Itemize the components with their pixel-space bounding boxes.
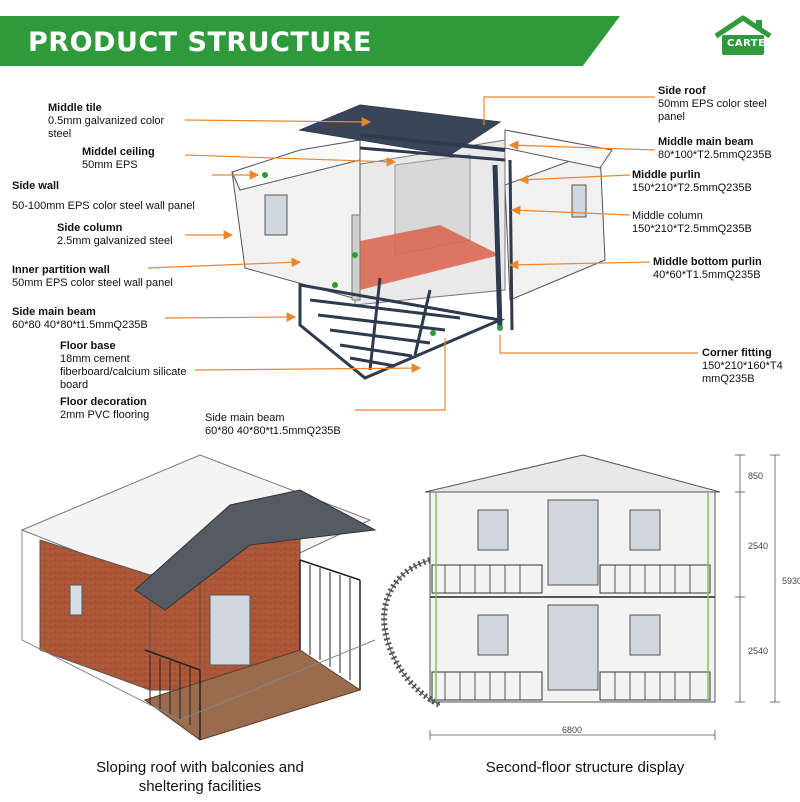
label-floor-decoration: Floor decoration 2mm PVC flooring <box>60 396 150 421</box>
label-middle-bottom-purlin: Middle bottom purlin 40*60*T1.5mmQ235B <box>653 256 762 281</box>
label-middle-ceiling: Middel ceiling 50mm EPS <box>82 146 155 171</box>
dim-floor-upper: 2540 <box>748 541 769 551</box>
header-banner <box>0 16 620 66</box>
logo-brand: CARTER <box>727 38 774 49</box>
dim-width: 6800 <box>562 725 583 735</box>
label-middle-main-beam: Middle main beam 80*100*T2.5mmQ235B <box>658 136 772 161</box>
dim-roof: 850 <box>748 471 764 481</box>
page-title: PRODUCT STRUCTURE <box>28 27 372 58</box>
dim-total-height: 5930 <box>782 576 800 586</box>
shingle-roof <box>134 489 377 611</box>
caption-right: Second-floor structure display <box>485 759 685 776</box>
label-side-roof: Side roof 50mm EPS color steel panel <box>658 85 767 123</box>
red-floor <box>315 225 500 290</box>
label-side-wall: Side wall 50-100mm EPS color steel wall … <box>12 180 195 212</box>
label-side-main-beam-bottom: Side main beam 60*80 40*80*t1.5mmQ235B <box>205 412 341 437</box>
leader-lines <box>147 96 698 411</box>
label-middle-column: Middle column 150*210*T2.5mmQ235B <box>632 210 752 235</box>
sloped-roof-house-drawing <box>20 454 377 741</box>
label-floor-base: Floor base 18mm cement fiberboard/calciu… <box>60 340 187 391</box>
label-middle-purlin: Middle purlin 150*210*T2.5mmQ235B <box>632 169 752 194</box>
label-corner-fitting: Corner fitting 150*210*160*T4 mmQ235B <box>702 347 783 385</box>
container-house-drawing <box>231 104 613 380</box>
label-side-column: Side column 2.5mm galvanized steel <box>57 222 173 247</box>
house-logo-icon <box>714 15 772 55</box>
label-inner-partition-wall: Inner partition wall 50mm EPS color stee… <box>12 264 173 289</box>
dim-floor-lower: 2540 <box>748 646 769 656</box>
label-middle-tile: Middle tile 0.5mm galvanized color steel <box>48 102 165 140</box>
label-side-main-beam-left: Side main beam 60*80 40*80*t1.5mmQ235B <box>12 306 148 331</box>
caption-left: Sloping roof with balconies and shelteri… <box>96 759 304 795</box>
elevation-drawing <box>381 454 780 740</box>
